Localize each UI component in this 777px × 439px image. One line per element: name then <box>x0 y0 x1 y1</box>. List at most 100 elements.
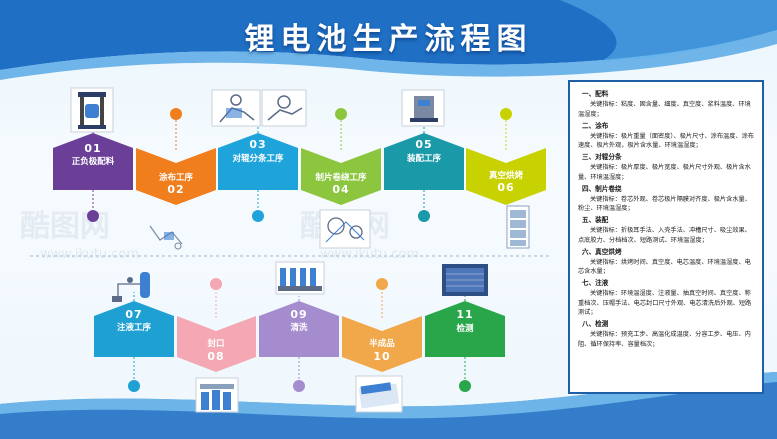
step-03: 03 对辊分条工序 <box>218 133 298 190</box>
cleaning-machine-image <box>275 261 325 295</box>
panel-section-2: 二、涂布 关键指标：极片重量（面密度）、极片尺寸、涂布温度、涂布速度、极片外观，… <box>578 122 756 151</box>
page-title: 锂电池生产流程图 <box>244 22 533 57</box>
step-09: 09 清洗 <box>259 301 339 357</box>
step-number: 05 <box>415 138 432 151</box>
step-07: 07 注液工序 <box>94 301 174 357</box>
node-dot <box>376 278 388 290</box>
connector-08 <box>210 278 222 318</box>
step-number: 01 <box>84 142 101 155</box>
section-body: 关键指标：极片重量（面密度）、极片尺寸、涂布温度、涂布速度、极片外观，极片含水量… <box>578 132 754 150</box>
section-heading: 四、制片卷绕 <box>582 184 622 193</box>
injection-machine-image <box>112 272 150 302</box>
connector-01 <box>87 110 99 222</box>
section-body: 关键指标：环境温湿度、注液量、抽真空时间、真空度、称重档次、压帽手法、电芯封口尺… <box>578 290 752 317</box>
step-10: 半成品 10 <box>342 316 422 372</box>
step-label: 半成品 <box>369 338 395 349</box>
connector-11 <box>459 296 471 392</box>
step-08: 封口 08 <box>177 316 256 372</box>
section-heading: 三、对辊分条 <box>582 153 622 162</box>
slitting-machine-image <box>211 89 307 127</box>
connector-03 <box>252 126 264 222</box>
panel-section-3: 三、对辊分条 关键指标：极片厚度、极片宽度、极片尺寸外观、极片含水量、环境温湿度… <box>578 153 756 182</box>
section-heading: 一、配料 <box>582 90 609 99</box>
section-body: 关键指标：烘烤时间、真空度、电芯温度、环境温湿度、电芯含水量； <box>578 258 751 276</box>
panel-section-6: 六、真空烘烤 关键指标：烘烤时间、真空度、电芯温度、环境温湿度、电芯含水量； <box>578 248 756 277</box>
panel-section-5: 五、装配 关键指标：折极耳手法、入壳手法、冲槽尺寸、吸尘效果、点底胶力、分档档次… <box>578 216 756 245</box>
panel-section-1: 一、配料 关键指标：粘度、固含量、细度、真空度、浆料温度、环境温湿度； <box>578 90 756 119</box>
step-label: 装配工序 <box>406 153 442 164</box>
node-dot <box>170 108 182 120</box>
section-body: 关键指标：卷芯外观、卷芯极片隔膜对齐度、极片含水量、粉尘、环境温湿度； <box>578 195 751 213</box>
panel-section-8: 八、检测 关键指标：预充工步、高温化成温度、分容工步、电压、内阻、循环保持率、容… <box>578 320 756 349</box>
section-body: 关键指标：极片厚度、极片宽度、极片尺寸外观、极片含水量、环境温湿度； <box>578 164 751 181</box>
step-number: 03 <box>249 138 266 151</box>
watermark-url: www.ikutu.com <box>320 247 419 262</box>
connector-04 <box>335 108 347 150</box>
node-dot <box>335 108 347 120</box>
section-heading: 二、涂布 <box>582 121 609 130</box>
step-number: 09 <box>290 308 307 321</box>
top-banner-right <box>560 0 777 62</box>
node-dot <box>418 210 430 222</box>
step-label: 清洗 <box>290 322 308 333</box>
step-label: 注液工序 <box>117 322 152 333</box>
step-number: 07 <box>125 308 142 321</box>
coating-sketch-image <box>149 225 183 250</box>
step-04: 制片卷绕工序 04 <box>301 148 381 205</box>
panel-section-7: 七、注液 关键指标：环境温湿度、注液量、抽真空时间、真空度、称重档次、压帽手法、… <box>578 279 756 318</box>
winding-sketch-image <box>319 209 371 249</box>
step-02: 涂布工序 02 <box>136 148 216 205</box>
step-label: 制片卷绕工序 <box>315 172 367 183</box>
process-flow: 01 正负极配料 涂布工序 02 03 对辊分条工序 制片卷绕工序 04 05 … <box>53 87 546 413</box>
bottom-wave <box>0 372 777 439</box>
step-number: 02 <box>167 183 184 196</box>
sealing-image <box>195 377 239 413</box>
step-number: 10 <box>373 350 390 363</box>
panel-section-4: 四、制片卷绕 关键指标：卷芯外观、卷芯极片隔膜对齐度、极片含水量、粉尘、环境温湿… <box>578 185 756 214</box>
step-label: 真空烘烤 <box>489 170 524 181</box>
connector-09 <box>293 296 305 392</box>
step-label: 封口 <box>207 338 224 349</box>
step-label: 涂布工序 <box>159 172 194 183</box>
node-dot <box>210 278 222 290</box>
node-dot <box>87 210 99 222</box>
mixer-machine-image <box>70 87 114 133</box>
section-heading: 七、注液 <box>582 279 609 288</box>
step-label: 检测 <box>456 323 474 334</box>
connector-07 <box>128 292 140 392</box>
top-banner-light <box>0 30 777 80</box>
node-dot <box>252 210 264 222</box>
section-heading: 八、检测 <box>582 320 609 329</box>
section-body: 关键指标：预充工步、高温化成温度、分容工步、电压、内阻、循环保持率、容量档次； <box>578 331 751 348</box>
step-06: 真空烘烤 06 <box>466 148 546 205</box>
connector-05 <box>418 126 430 222</box>
step-label: 正负极配料 <box>72 156 115 167</box>
step-11: 11 检测 <box>425 301 505 357</box>
testing-cabinet-image <box>442 264 488 296</box>
step-number: 08 <box>207 350 224 363</box>
node-dot <box>500 108 512 120</box>
section-heading: 六、真空烘烤 <box>582 247 622 256</box>
key-indicators-panel: 一、配料 关键指标：粘度、固含量、细度、真空度、浆料温度、环境温湿度； 二、涂布… <box>568 80 764 394</box>
node-dot <box>459 380 471 392</box>
step-number: 11 <box>456 308 473 321</box>
top-banner <box>0 0 777 70</box>
step-number: 04 <box>332 183 349 196</box>
step-01: 01 正负极配料 <box>53 133 133 190</box>
connector-02 <box>170 108 182 150</box>
semi-finished-cells-image <box>355 375 403 413</box>
node-dot <box>293 380 305 392</box>
step-05: 05 装配工序 <box>384 133 464 190</box>
connector-10 <box>376 278 388 318</box>
section-body: 关键指标：折极耳手法、入壳手法、冲槽尺寸、吸尘效果、点底胶力、分档档次、短路测试… <box>578 227 751 244</box>
assembly-machine-image <box>401 89 445 127</box>
step-number: 06 <box>497 181 514 194</box>
node-dot <box>128 380 140 392</box>
bottom-wave-light <box>0 372 777 419</box>
step-label: 对辊分条工序 <box>232 153 284 164</box>
section-heading: 五、装配 <box>582 216 609 225</box>
watermark-url: www.ikutu.com <box>40 247 139 262</box>
connector-06 <box>500 108 512 150</box>
section-body: 关键指标：粘度、固含量、细度、真空度、浆料温度、环境温湿度； <box>578 101 751 118</box>
